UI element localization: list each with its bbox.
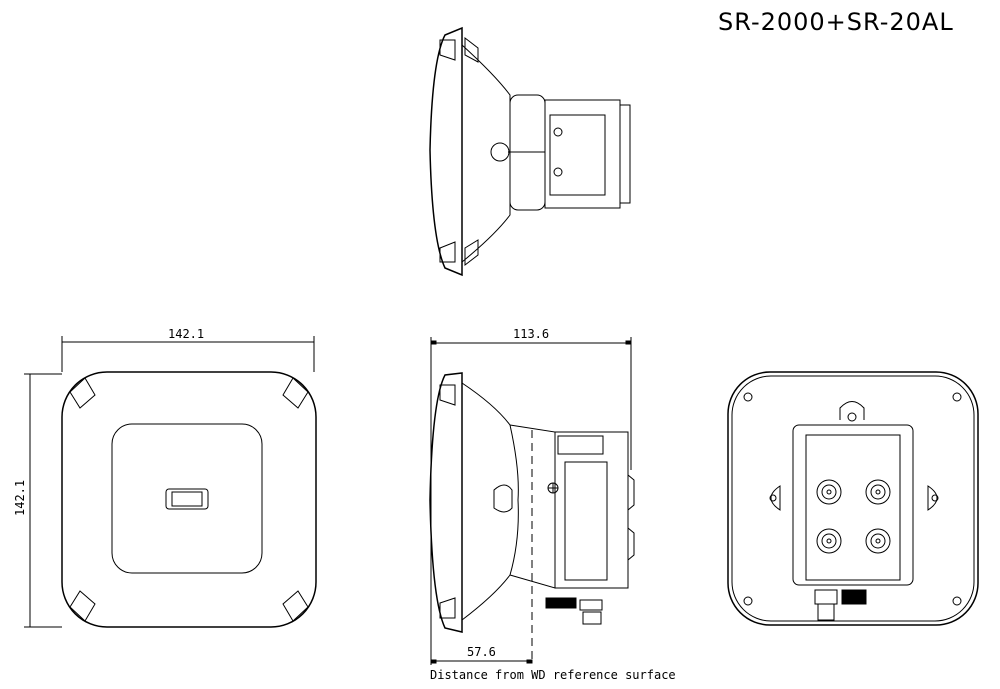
drawing-title: SR-2000+SR-20AL — [718, 8, 954, 36]
front-width-dimension: 142.1 — [168, 327, 204, 341]
side-view: 113.6 57.6 Distance from WD reference su… — [429, 327, 676, 682]
wd-distance-dimension: 57.6 — [467, 645, 496, 659]
front-height-dimension: 142.1 — [13, 480, 27, 516]
side-depth-dimension: 113.6 — [513, 327, 549, 341]
rear-view — [727, 371, 979, 626]
wd-caption: Distance from WD reference surface — [430, 668, 676, 682]
front-view: 142.1 142.1 — [13, 327, 317, 628]
top-side-view — [429, 26, 631, 277]
